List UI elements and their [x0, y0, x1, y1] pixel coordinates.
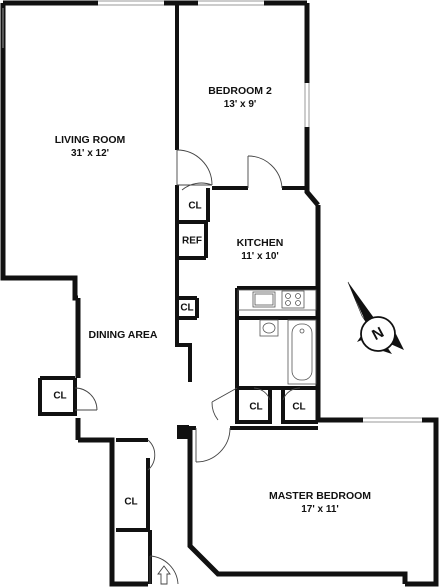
room-label-master-bedroom: MASTER BEDROOM 17' x 11'	[269, 490, 371, 516]
room-label-bedroom-2: BEDROOM 2 13' x 9'	[208, 85, 272, 111]
bathroom-fixtures	[259, 319, 317, 385]
kitchen-name: KITCHEN	[236, 237, 284, 249]
closet-label-hall-a: CL	[249, 401, 263, 413]
bedroom-2-name: BEDROOM 2	[208, 85, 272, 97]
dining-area-name: DINING AREA	[88, 329, 158, 341]
kitchen-counter	[237, 289, 317, 311]
bedroom-2-dims: 13' x 9'	[223, 99, 257, 110]
room-label-dining-area: DINING AREA	[88, 329, 157, 342]
room-label-kitchen: KITCHEN 11' x 10'	[237, 237, 284, 263]
room-label-living-room: LIVING ROOM 31' x 12'	[55, 134, 126, 160]
closet-label-entry: CL	[124, 496, 138, 508]
window-fill	[98, 0, 422, 424]
windows	[2, 0, 420, 423]
master-bedroom-name: MASTER BEDROOM	[268, 490, 372, 502]
closet-label-left: CL	[53, 390, 67, 402]
closet-label-bedroom2: CL	[188, 200, 202, 212]
living-room-dims: 31' x 12'	[70, 148, 110, 159]
compass-icon	[347, 281, 404, 354]
closet-label-kitchen-small: CL	[180, 302, 194, 314]
master-bedroom-dims: 17' x 11'	[301, 504, 339, 515]
door-swings	[74, 149, 301, 585]
entry-arrow-icon	[157, 565, 171, 585]
ref-label: REF	[182, 235, 202, 247]
closet-label-hall-b: CL	[292, 401, 306, 413]
kitchen-dims: 11' x 10'	[241, 251, 279, 262]
living-room-name: LIVING ROOM	[54, 134, 126, 146]
